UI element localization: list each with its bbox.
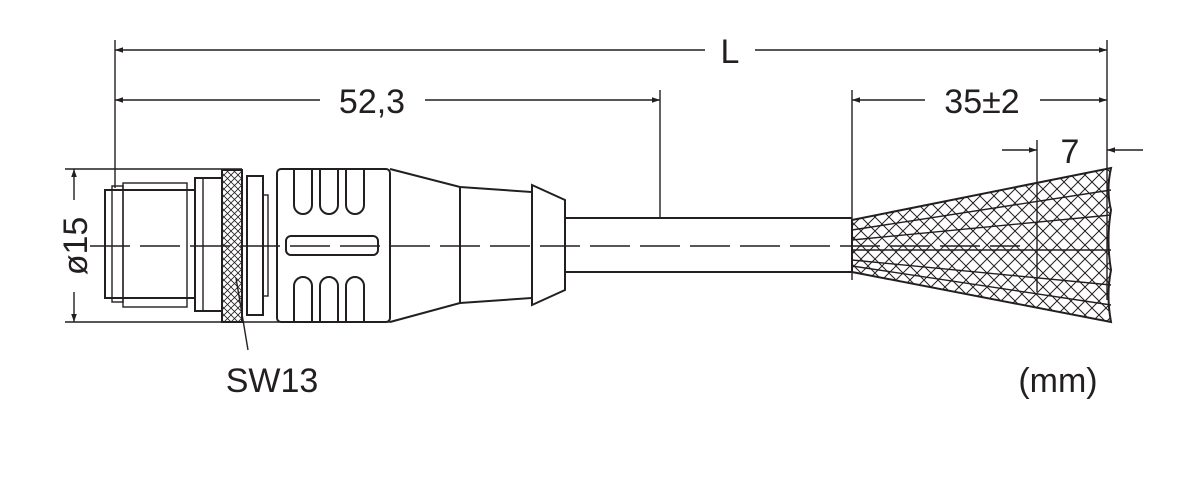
label-L: L — [721, 33, 740, 71]
braided-shield — [851, 166, 1113, 324]
label-52-3: 52,3 — [339, 83, 405, 121]
label-7: 7 — [1061, 133, 1080, 171]
label-sw13: SW13 — [226, 362, 319, 400]
sw13-leader — [235, 277, 249, 351]
label-35: 35±2 — [944, 83, 1019, 121]
cable — [565, 217, 852, 273]
grip-grooves — [293, 169, 365, 322]
label-unit: (mm) — [1018, 362, 1097, 400]
label-diameter: ø15 — [57, 217, 95, 276]
